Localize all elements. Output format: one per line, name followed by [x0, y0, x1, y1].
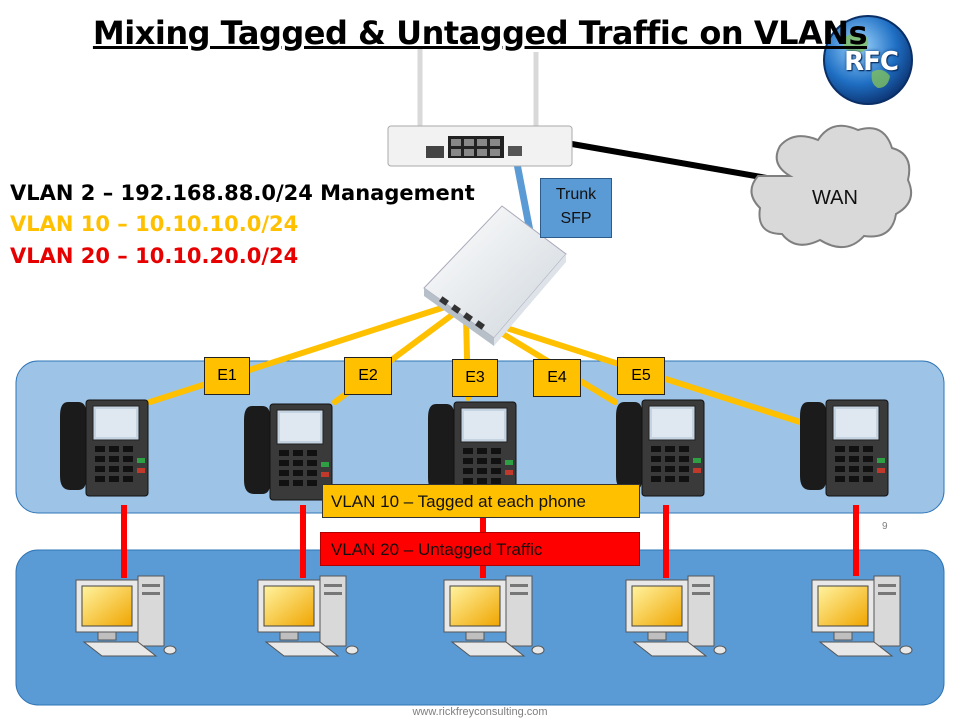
router-image	[387, 48, 573, 167]
phone-2	[243, 403, 333, 501]
vlan-20-label: VLAN 20 – 10.10.20.0/24	[10, 244, 299, 268]
vlan-2-label: VLAN 2 – 192.168.88.0/24 Management	[10, 181, 475, 205]
wan-cloud	[750, 124, 912, 248]
trunk-sfp-label: Trunk SFP	[540, 178, 612, 238]
pc-3	[443, 575, 545, 657]
logo-text: RFC	[844, 47, 899, 77]
pc-5	[811, 575, 913, 657]
pc-2	[257, 575, 359, 657]
switch-image	[423, 205, 567, 346]
phone-5	[799, 399, 889, 497]
trunk-line-1: Trunk	[555, 186, 597, 203]
port-label-e4: E4	[533, 359, 581, 397]
port-label-e3: E3	[452, 359, 498, 397]
wan-link	[571, 141, 791, 185]
page-number: 9	[882, 521, 888, 532]
wan-label: WAN	[812, 187, 858, 209]
pc-4	[625, 575, 727, 657]
tagged-traffic-label: VLAN 10 – Tagged at each phone	[322, 484, 640, 518]
trunk-line-2: SFP	[560, 210, 592, 227]
untagged-traffic-label: VLAN 20 – Untagged Traffic	[320, 532, 640, 566]
vlan-10-label: VLAN 10 – 10.10.10.0/24	[10, 212, 299, 236]
phone-4	[615, 399, 705, 497]
port-label-e1: E1	[204, 357, 250, 395]
website-footer: www.rickfreyconsulting.com	[412, 706, 548, 718]
phone-1	[59, 399, 149, 497]
port-label-e5: E5	[617, 357, 665, 395]
pc-1	[75, 575, 177, 657]
page-title: Mixing Tagged & Untagged Traffic on VLAN…	[92, 14, 868, 52]
port-label-e2: E2	[344, 357, 392, 395]
rfc-logo	[823, 15, 913, 105]
